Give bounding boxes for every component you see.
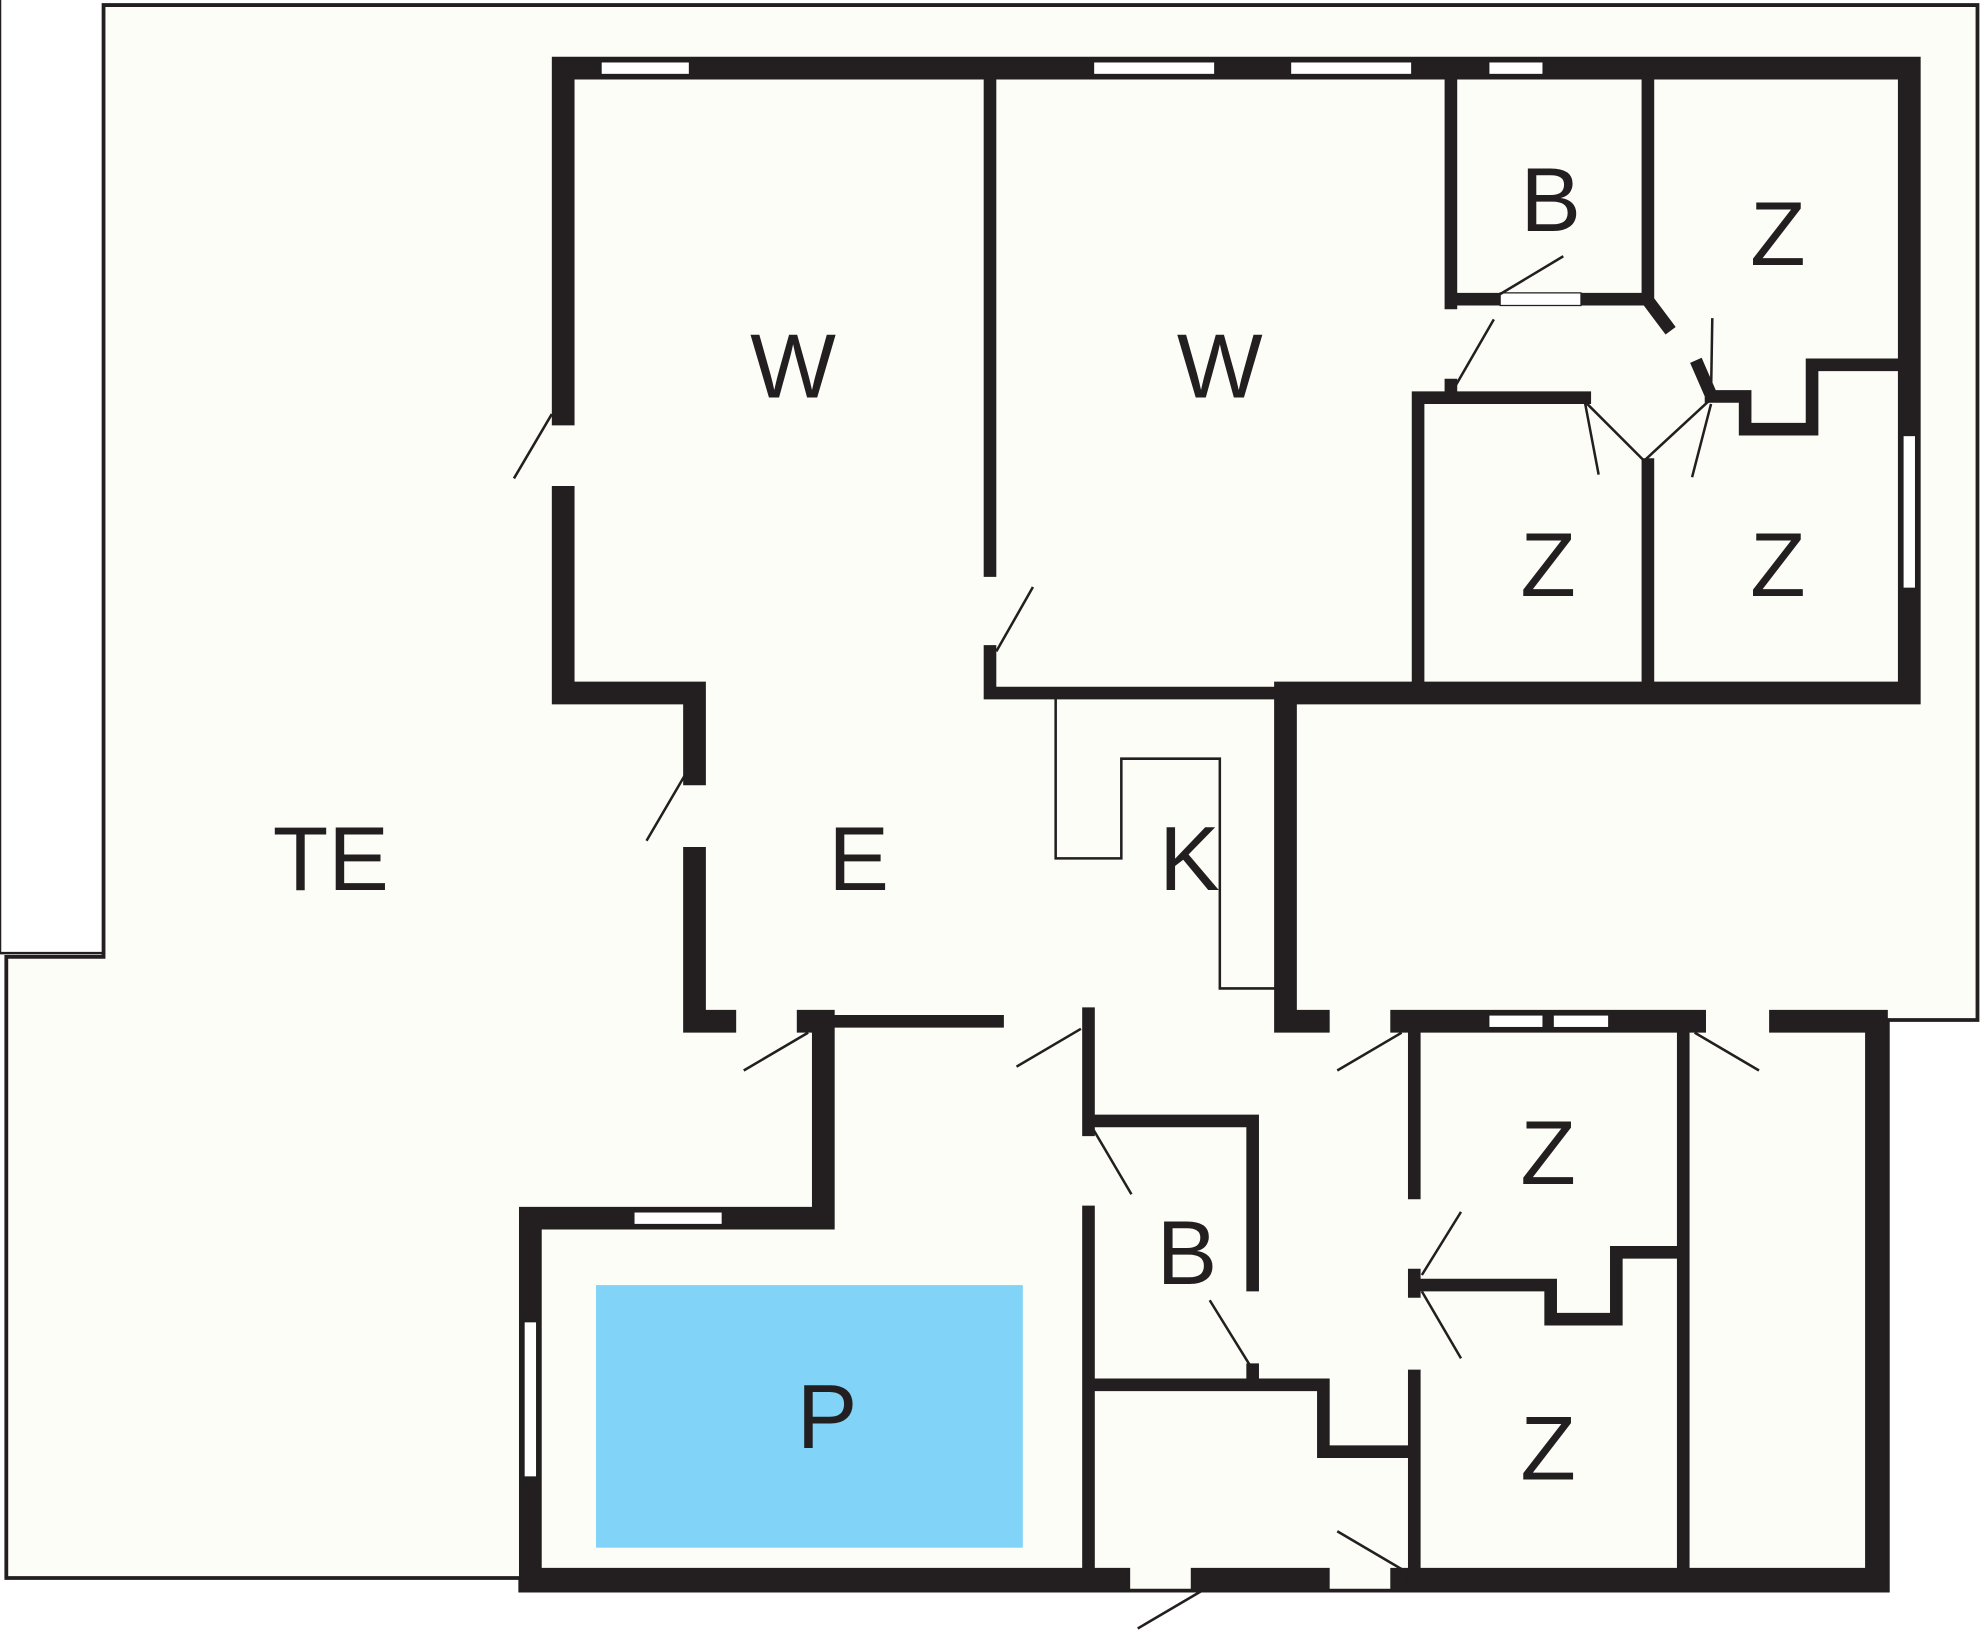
room-label-bed-mid-left: Z: [1520, 515, 1576, 616]
room-label-bed-mid-right: Z: [1750, 515, 1806, 616]
room-label-bed-bottom-2: Z: [1520, 1399, 1576, 1500]
room-label-entrance: E: [828, 809, 889, 910]
room-label-living-2: W: [1177, 317, 1263, 418]
room-label-living-1: W: [750, 317, 836, 418]
room-label-pool: P: [797, 1367, 858, 1468]
door-swings: [512, 255, 1760, 1630]
walls: [518, 56, 1921, 1591]
room-label-bed-bottom-1: Z: [1520, 1103, 1576, 1204]
room-label-bed-top-right: Z: [1750, 184, 1806, 285]
room-label-kitchen: K: [1159, 809, 1220, 910]
terrace-edge: [0, 0, 104, 955]
room-label-terrace: TE: [273, 809, 389, 910]
room-label-bath-top: B: [1520, 150, 1581, 251]
kitchen-counter: [1054, 698, 1276, 990]
pool: [596, 1285, 1023, 1548]
room-label-bath-bottom: B: [1157, 1203, 1218, 1304]
windows: [523, 61, 1917, 1478]
